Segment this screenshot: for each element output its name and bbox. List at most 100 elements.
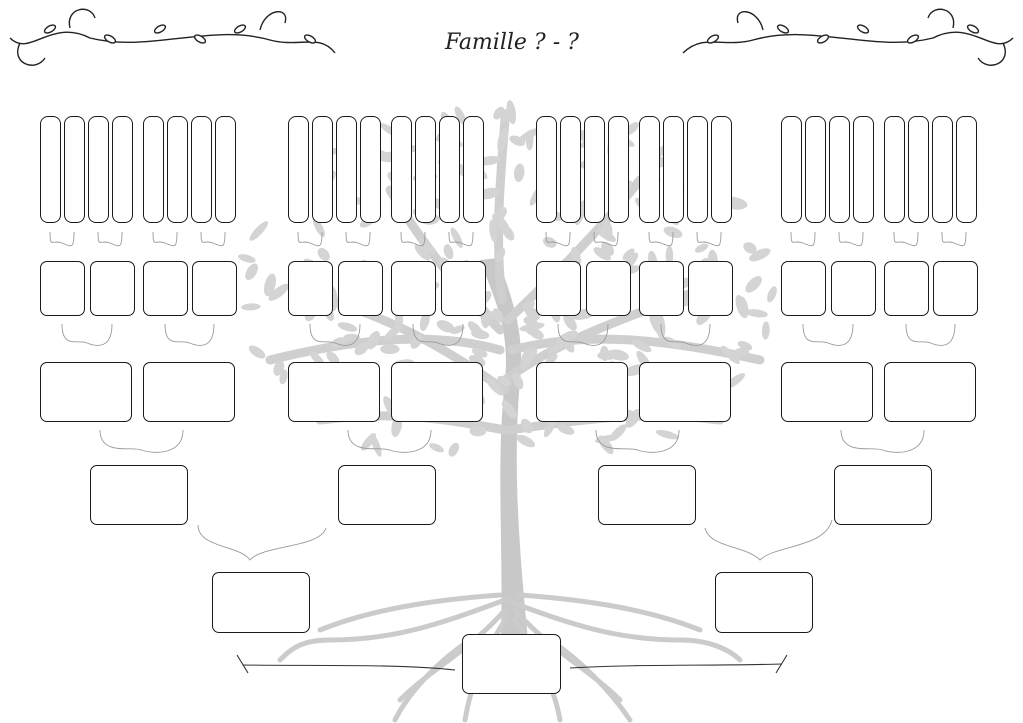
person-box-gen5[interactable] xyxy=(831,261,876,316)
person-slot-gen6[interactable] xyxy=(536,116,557,223)
connector-gen5-gen4 xyxy=(905,323,956,346)
person-slot-gen6[interactable] xyxy=(781,116,802,223)
person-box-gen4[interactable] xyxy=(143,362,235,422)
leaf xyxy=(601,241,615,256)
person-slot-gen6[interactable] xyxy=(215,116,236,223)
person-box-gen4[interactable] xyxy=(884,362,976,422)
person-slot-gen6[interactable] xyxy=(560,116,581,223)
person-box-gen3[interactable] xyxy=(90,465,188,525)
person-slot-gen6[interactable] xyxy=(415,116,436,223)
leaf xyxy=(520,418,533,434)
person-slot-gen6[interactable] xyxy=(463,116,484,223)
person-slot-gen6[interactable] xyxy=(336,116,357,223)
person-slot-gen6[interactable] xyxy=(288,116,309,223)
person-box-gen4[interactable] xyxy=(391,362,483,422)
leaf xyxy=(471,329,490,340)
person-slot-gen6[interactable] xyxy=(687,116,708,223)
vine-leaf xyxy=(43,24,57,34)
leaf xyxy=(523,325,538,337)
person-box-gen4[interactable] xyxy=(40,362,132,422)
person-box-gen3[interactable] xyxy=(338,465,436,525)
connector-gen6-gen5 xyxy=(696,231,722,247)
person-box-gen3[interactable] xyxy=(598,465,696,525)
leaf xyxy=(767,286,777,303)
vine-leaf xyxy=(193,34,207,44)
person-slot-gen6[interactable] xyxy=(312,116,333,223)
person-slot-gen6[interactable] xyxy=(829,116,850,223)
person-box-gen5[interactable] xyxy=(781,261,826,316)
vine-stem xyxy=(9,31,336,54)
person-slot-gen6[interactable] xyxy=(112,116,133,223)
leaf xyxy=(337,322,358,332)
person-slot-gen6[interactable] xyxy=(167,116,188,223)
person-box-gen1[interactable] xyxy=(462,634,561,694)
person-slot-gen6[interactable] xyxy=(908,116,929,223)
leaf xyxy=(380,344,400,354)
person-slot-gen6[interactable] xyxy=(360,116,381,223)
person-box-gen5[interactable] xyxy=(391,261,436,316)
leaf xyxy=(502,225,515,241)
person-box-gen5[interactable] xyxy=(288,261,333,316)
leaf xyxy=(520,349,531,370)
leaf xyxy=(384,324,402,341)
leaf xyxy=(245,263,258,281)
person-box-gen5[interactable] xyxy=(338,261,383,316)
person-box-gen4[interactable] xyxy=(288,362,380,422)
person-box-gen5[interactable] xyxy=(933,261,978,316)
person-slot-gen6[interactable] xyxy=(391,116,412,223)
person-slot-gen6[interactable] xyxy=(584,116,605,223)
person-box-gen5[interactable] xyxy=(441,261,486,316)
person-box-gen4[interactable] xyxy=(536,362,628,422)
branch xyxy=(265,334,505,365)
person-box-gen5[interactable] xyxy=(639,261,684,316)
leaf xyxy=(557,424,575,435)
person-slot-gen6[interactable] xyxy=(956,116,977,223)
person-slot-gen6[interactable] xyxy=(88,116,109,223)
person-box-gen5[interactable] xyxy=(40,261,85,316)
person-box-gen3[interactable] xyxy=(834,465,932,525)
person-box-gen5[interactable] xyxy=(90,261,135,316)
vine-curl xyxy=(977,42,1006,66)
person-slot-gen6[interactable] xyxy=(191,116,212,223)
person-slot-gen6[interactable] xyxy=(439,116,460,223)
person-slot-gen6[interactable] xyxy=(40,116,61,223)
person-slot-gen6[interactable] xyxy=(663,116,684,223)
person-slot-gen6[interactable] xyxy=(608,116,629,223)
vine-leaf xyxy=(906,34,920,44)
person-box-gen5[interactable] xyxy=(688,261,733,316)
person-box-gen4[interactable] xyxy=(639,362,731,422)
person-slot-gen6[interactable] xyxy=(143,116,164,223)
root xyxy=(517,592,703,633)
vine-leaf xyxy=(816,34,830,44)
person-box-gen5[interactable] xyxy=(536,261,581,316)
leaf xyxy=(662,336,682,349)
person-slot-gen6[interactable] xyxy=(853,116,874,223)
leaf xyxy=(354,342,369,356)
person-slot-gen6[interactable] xyxy=(932,116,953,223)
vine-curl xyxy=(927,8,955,29)
person-slot-gen6[interactable] xyxy=(711,116,732,223)
root xyxy=(392,637,473,723)
page-title: Famille ? - ? xyxy=(445,30,579,55)
person-slot-gen6[interactable] xyxy=(884,116,905,223)
leaf xyxy=(469,425,487,437)
leaf xyxy=(595,434,617,444)
person-box-gen5[interactable] xyxy=(884,261,929,316)
person-box-gen2[interactable] xyxy=(715,572,813,633)
person-box-gen5[interactable] xyxy=(192,261,237,316)
person-slot-gen6[interactable] xyxy=(805,116,826,223)
leaf xyxy=(450,227,463,248)
person-box-gen5[interactable] xyxy=(143,261,188,316)
vine-leaf xyxy=(153,24,167,34)
leaf xyxy=(495,206,507,220)
person-box-gen4[interactable] xyxy=(781,362,873,422)
person-slot-gen6[interactable] xyxy=(639,116,660,223)
person-slot-gen6[interactable] xyxy=(64,116,85,223)
leaf xyxy=(429,443,444,453)
leaf xyxy=(761,321,770,340)
leaf xyxy=(317,247,330,261)
person-box-gen5[interactable] xyxy=(586,261,631,316)
person-box-gen2[interactable] xyxy=(212,572,310,633)
leaf xyxy=(720,345,740,365)
